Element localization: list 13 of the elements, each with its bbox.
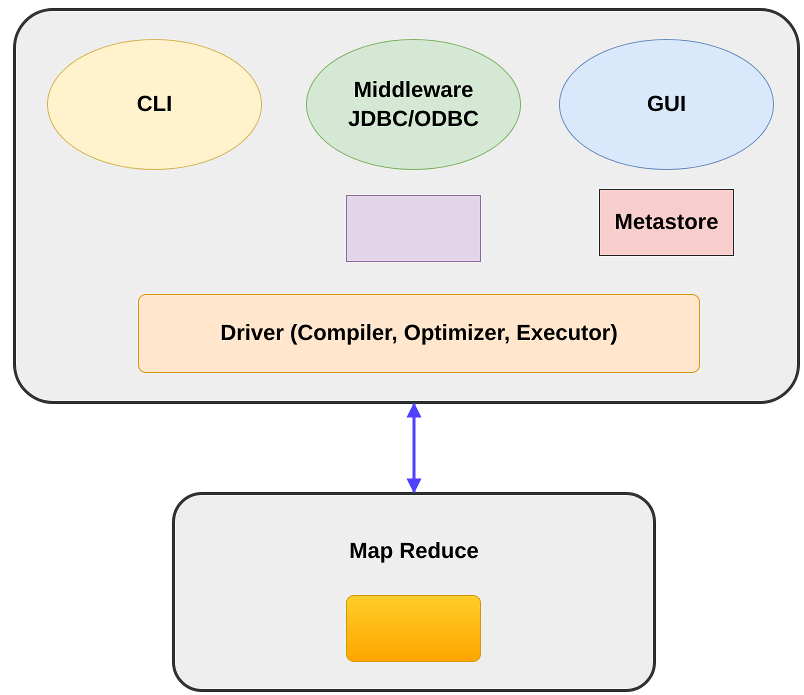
- node-label: Middleware JDBC/ODBC: [347, 76, 480, 132]
- node-label: CLI: [136, 90, 172, 118]
- arrow: [406, 402, 422, 494]
- node-label: Metastore: [614, 208, 718, 236]
- process-box: [346, 195, 481, 262]
- process-box: [138, 294, 700, 373]
- system-panel: [13, 8, 800, 404]
- node-label: Map Reduce: [349, 537, 479, 565]
- node-label: GUI: [646, 90, 686, 118]
- process-box: [346, 595, 481, 662]
- process-box: [599, 189, 734, 256]
- node-label: Driver (Compiler, Optimizer, Executor): [220, 319, 618, 348]
- system-panel: [172, 492, 656, 692]
